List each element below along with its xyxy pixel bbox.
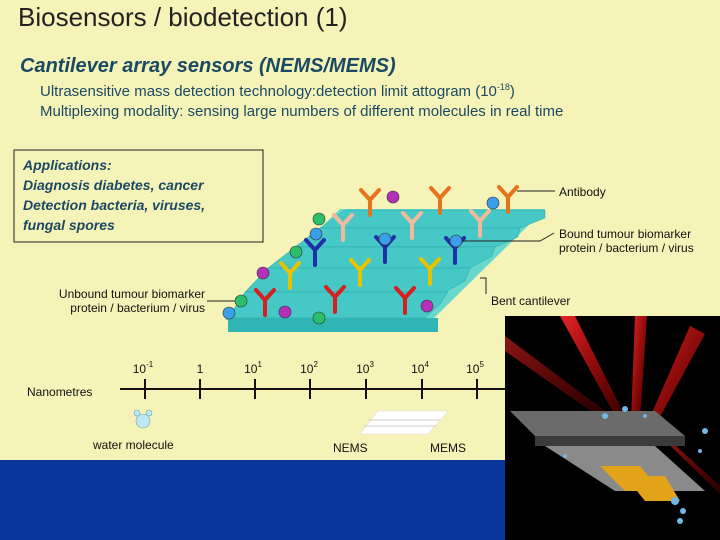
applications-heading: Applications: [22,157,112,173]
antibody-icon [359,188,381,217]
biomarker-icon [312,212,326,226]
nems-mems-icon [359,410,449,435]
label-bound: protein / bacterium / virus [559,241,694,255]
slide-title: Biosensors / biodetection (1) [18,2,348,32]
antibody-icon [497,185,519,214]
scale-tick-label: 1 [197,362,204,376]
cantilever-beam [294,227,521,248]
biomarkers [222,190,500,325]
water-molecule-icon [133,409,153,429]
biomarker-icon [386,190,400,204]
antibody-icon [419,257,441,286]
scale-unit-label: Nanometres [27,385,92,399]
antibody-icon [304,238,326,267]
label-bent: Bent cantilever [491,294,570,308]
cantilever-beam [244,267,471,293]
leader-line [480,277,487,294]
applications-line: Detection bacteria, viruses, [23,197,205,213]
scale-tick-label: 102 [300,360,318,376]
leader-line [462,232,555,242]
biomarker-icon [486,196,500,210]
bullet-multiplexing: Multiplexing modality: sensing large num… [40,103,564,120]
cantilever-beam [267,246,496,269]
scale-tick-label: 104 [411,360,429,376]
slide-subtitle: Cantilever array sensors (NEMS/MEMS) [20,55,396,77]
antibodies [254,185,519,317]
cantilever-beams [227,209,546,332]
biomarker-icon [378,232,392,246]
antibody-icon [394,286,416,315]
biomarker-icon [449,234,463,248]
cantilever-beam-edge [228,318,438,332]
antibody-icon [279,261,301,290]
cantilever-laser-photo [505,316,720,540]
label-mems: MEMS [430,441,466,455]
cantilever-beam [319,209,546,229]
scale-ticks [144,379,478,399]
antibody-icon [349,258,371,287]
applications-line: fungal spores [23,217,115,233]
scale-tick-label: 10-1 [133,360,154,376]
biomarker-icon [289,245,303,259]
biomarker-icon [420,299,434,313]
cantilever-gold-2 [625,476,680,501]
bottom-band [0,460,505,540]
applications-line: Diagnosis diabetes, cancer [23,177,205,193]
molecule-clusters [563,406,708,524]
label-nems: NEMS [333,441,368,455]
scale-tick-label: 103 [356,360,374,376]
antibody-icon [401,211,423,240]
antibody-icon [469,209,491,238]
antibody-icon [324,285,346,314]
scale-tick-labels: 10-1 1 101 102 103 104 105 [133,360,485,376]
biomarker-icon [256,266,270,280]
label-water-molecule: water molecule [92,438,174,452]
applications-box [13,149,264,243]
biomarker-icon [312,311,326,325]
bullet-mass-detection: Ultrasensitive mass detection technology… [40,82,515,100]
scale-tick-label: 105 [466,360,484,376]
antibody-icon [429,186,451,215]
antibody-icon [254,288,276,317]
biomarker-icon [234,294,248,308]
biomarker-icon [278,305,292,319]
chip-surface [510,411,685,436]
label-antibody: Antibody [559,185,606,199]
laser-photo-graphic [505,316,720,524]
label-unbound: protein / bacterium / virus [70,301,205,315]
label-bound: Bound tumour biomarker [559,227,691,241]
antibody-icon [332,213,354,242]
biomarker-icon [222,306,236,320]
laser-beams [505,316,720,494]
scale-tick-label: 101 [244,360,262,376]
label-unbound: Unbound tumour biomarker [59,287,205,301]
biomarker-icon [309,227,323,241]
